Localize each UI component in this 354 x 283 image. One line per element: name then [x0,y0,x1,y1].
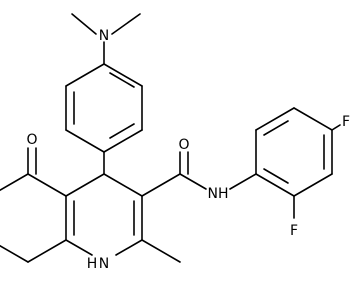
atom-label-n-dimethylamino: N [99,28,109,44]
bond-aryl-4 [65,129,105,153]
bond-c2-n1 [115,239,143,256]
bond-dfp-2 [255,107,295,131]
atom-label-h-ring: H [87,256,98,272]
bond-aryl-3 [103,129,143,153]
bond-dfp-3 [293,107,333,131]
bond-methyl-right-n [111,13,141,35]
bond-aryl-6 [65,63,105,87]
atom-label-o-carbonyl: O [26,132,37,148]
bond-c4-c3 [103,173,143,197]
bond-c8-c8a [27,239,67,263]
bond-c2-methyl [141,239,181,263]
bond-dfp-5 [293,173,333,197]
bond-dfp-double-3 [263,168,289,184]
bond-dfp-double-1 [263,120,289,136]
bond-c4a-c4 [65,173,105,197]
atom-label-nh-amide: NH [208,186,229,202]
bond-c4a-c5 [27,173,67,197]
bond-layer [0,13,341,263]
bond-c7-c8 [0,244,29,263]
atom-label-layer: N O O NH F F H N [26,28,350,272]
bond-n1-c8a [65,239,93,256]
bond-amide-n-aryl [229,173,257,190]
bond-methyl-left-n [71,13,97,35]
atom-label-n-ring: N [99,256,109,272]
bond-c5-c6 [0,173,29,192]
bond-aryl-double-1 [109,72,135,88]
bond-c3-amide-carbon [141,173,181,197]
bond-dfp-6 [255,173,295,197]
atom-label-o-amide: O [178,137,189,153]
atom-label-f-ortho: F [290,223,298,239]
bond-dfp-f-para [331,124,341,131]
atom-label-f-para: F [342,114,350,130]
bond-amide-carbon-n [179,173,207,190]
bond-aryl-1 [103,63,143,87]
bond-aryl-double-2 [109,123,135,139]
